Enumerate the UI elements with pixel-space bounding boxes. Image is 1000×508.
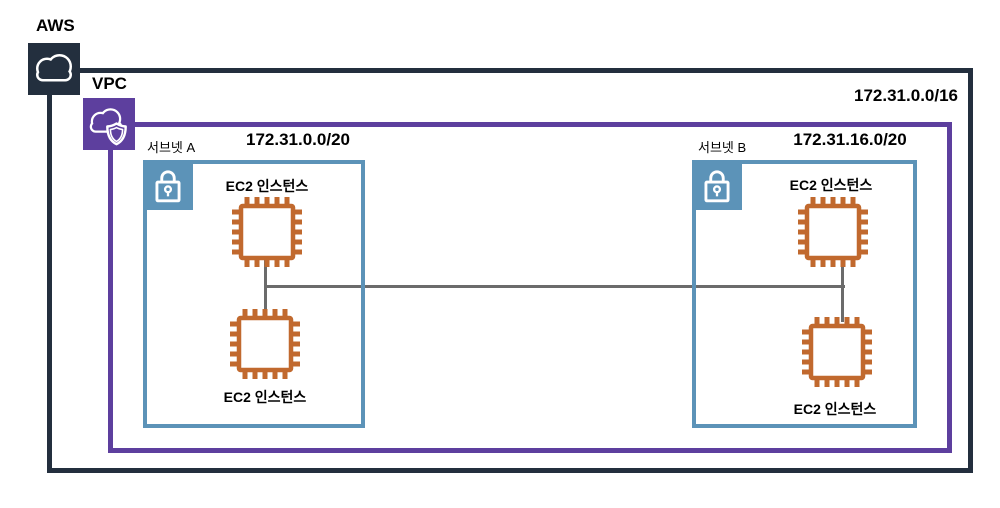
subnet-a-boundary xyxy=(143,160,365,428)
ec2-instance-label-subnet-a-top: EC2 인스턴스 xyxy=(225,178,309,194)
vpc-group-label: VPC xyxy=(92,74,127,93)
ec2-instance-label-subnet-b-top: EC2 인스턴스 xyxy=(789,177,873,193)
ec2-chip-icon-subnet-b-top xyxy=(797,196,869,268)
subnet-a-cidr-label: 172.31.0.0/20 xyxy=(246,130,350,149)
connector-horizontal xyxy=(264,285,845,288)
subnet-b-name-label: 서브넷 B xyxy=(698,140,747,155)
ec2-chip-icon-subnet-a-bottom xyxy=(229,308,301,380)
subnet-b-lock-icon xyxy=(692,160,742,210)
aws-cloud-boundary xyxy=(47,68,973,473)
vpc-cidr-label: 172.31.0.0/16 xyxy=(854,86,958,105)
subnet-b-cidr-label: 172.31.16.0/20 xyxy=(793,130,907,149)
ec2-instance-label-subnet-a-bottom: EC2 인스턴스 xyxy=(223,389,307,405)
aws-group-label: AWS xyxy=(36,16,75,35)
ec2-chip-icon-subnet-b-bottom xyxy=(801,316,873,388)
connector-vertical-subnet-b xyxy=(841,258,844,322)
subnet-a-name-label: 서브넷 A xyxy=(147,140,196,155)
subnet-a-lock-icon xyxy=(143,160,193,210)
vpc-cloud-shield-icon xyxy=(83,98,135,150)
vpc-boundary xyxy=(108,122,952,453)
ec2-chip-icon-subnet-a-top xyxy=(231,196,303,268)
subnet-b-boundary xyxy=(692,160,917,428)
ec2-instance-label-subnet-b-bottom: EC2 인스턴스 xyxy=(793,401,877,417)
aws-cloud-icon xyxy=(28,43,80,95)
